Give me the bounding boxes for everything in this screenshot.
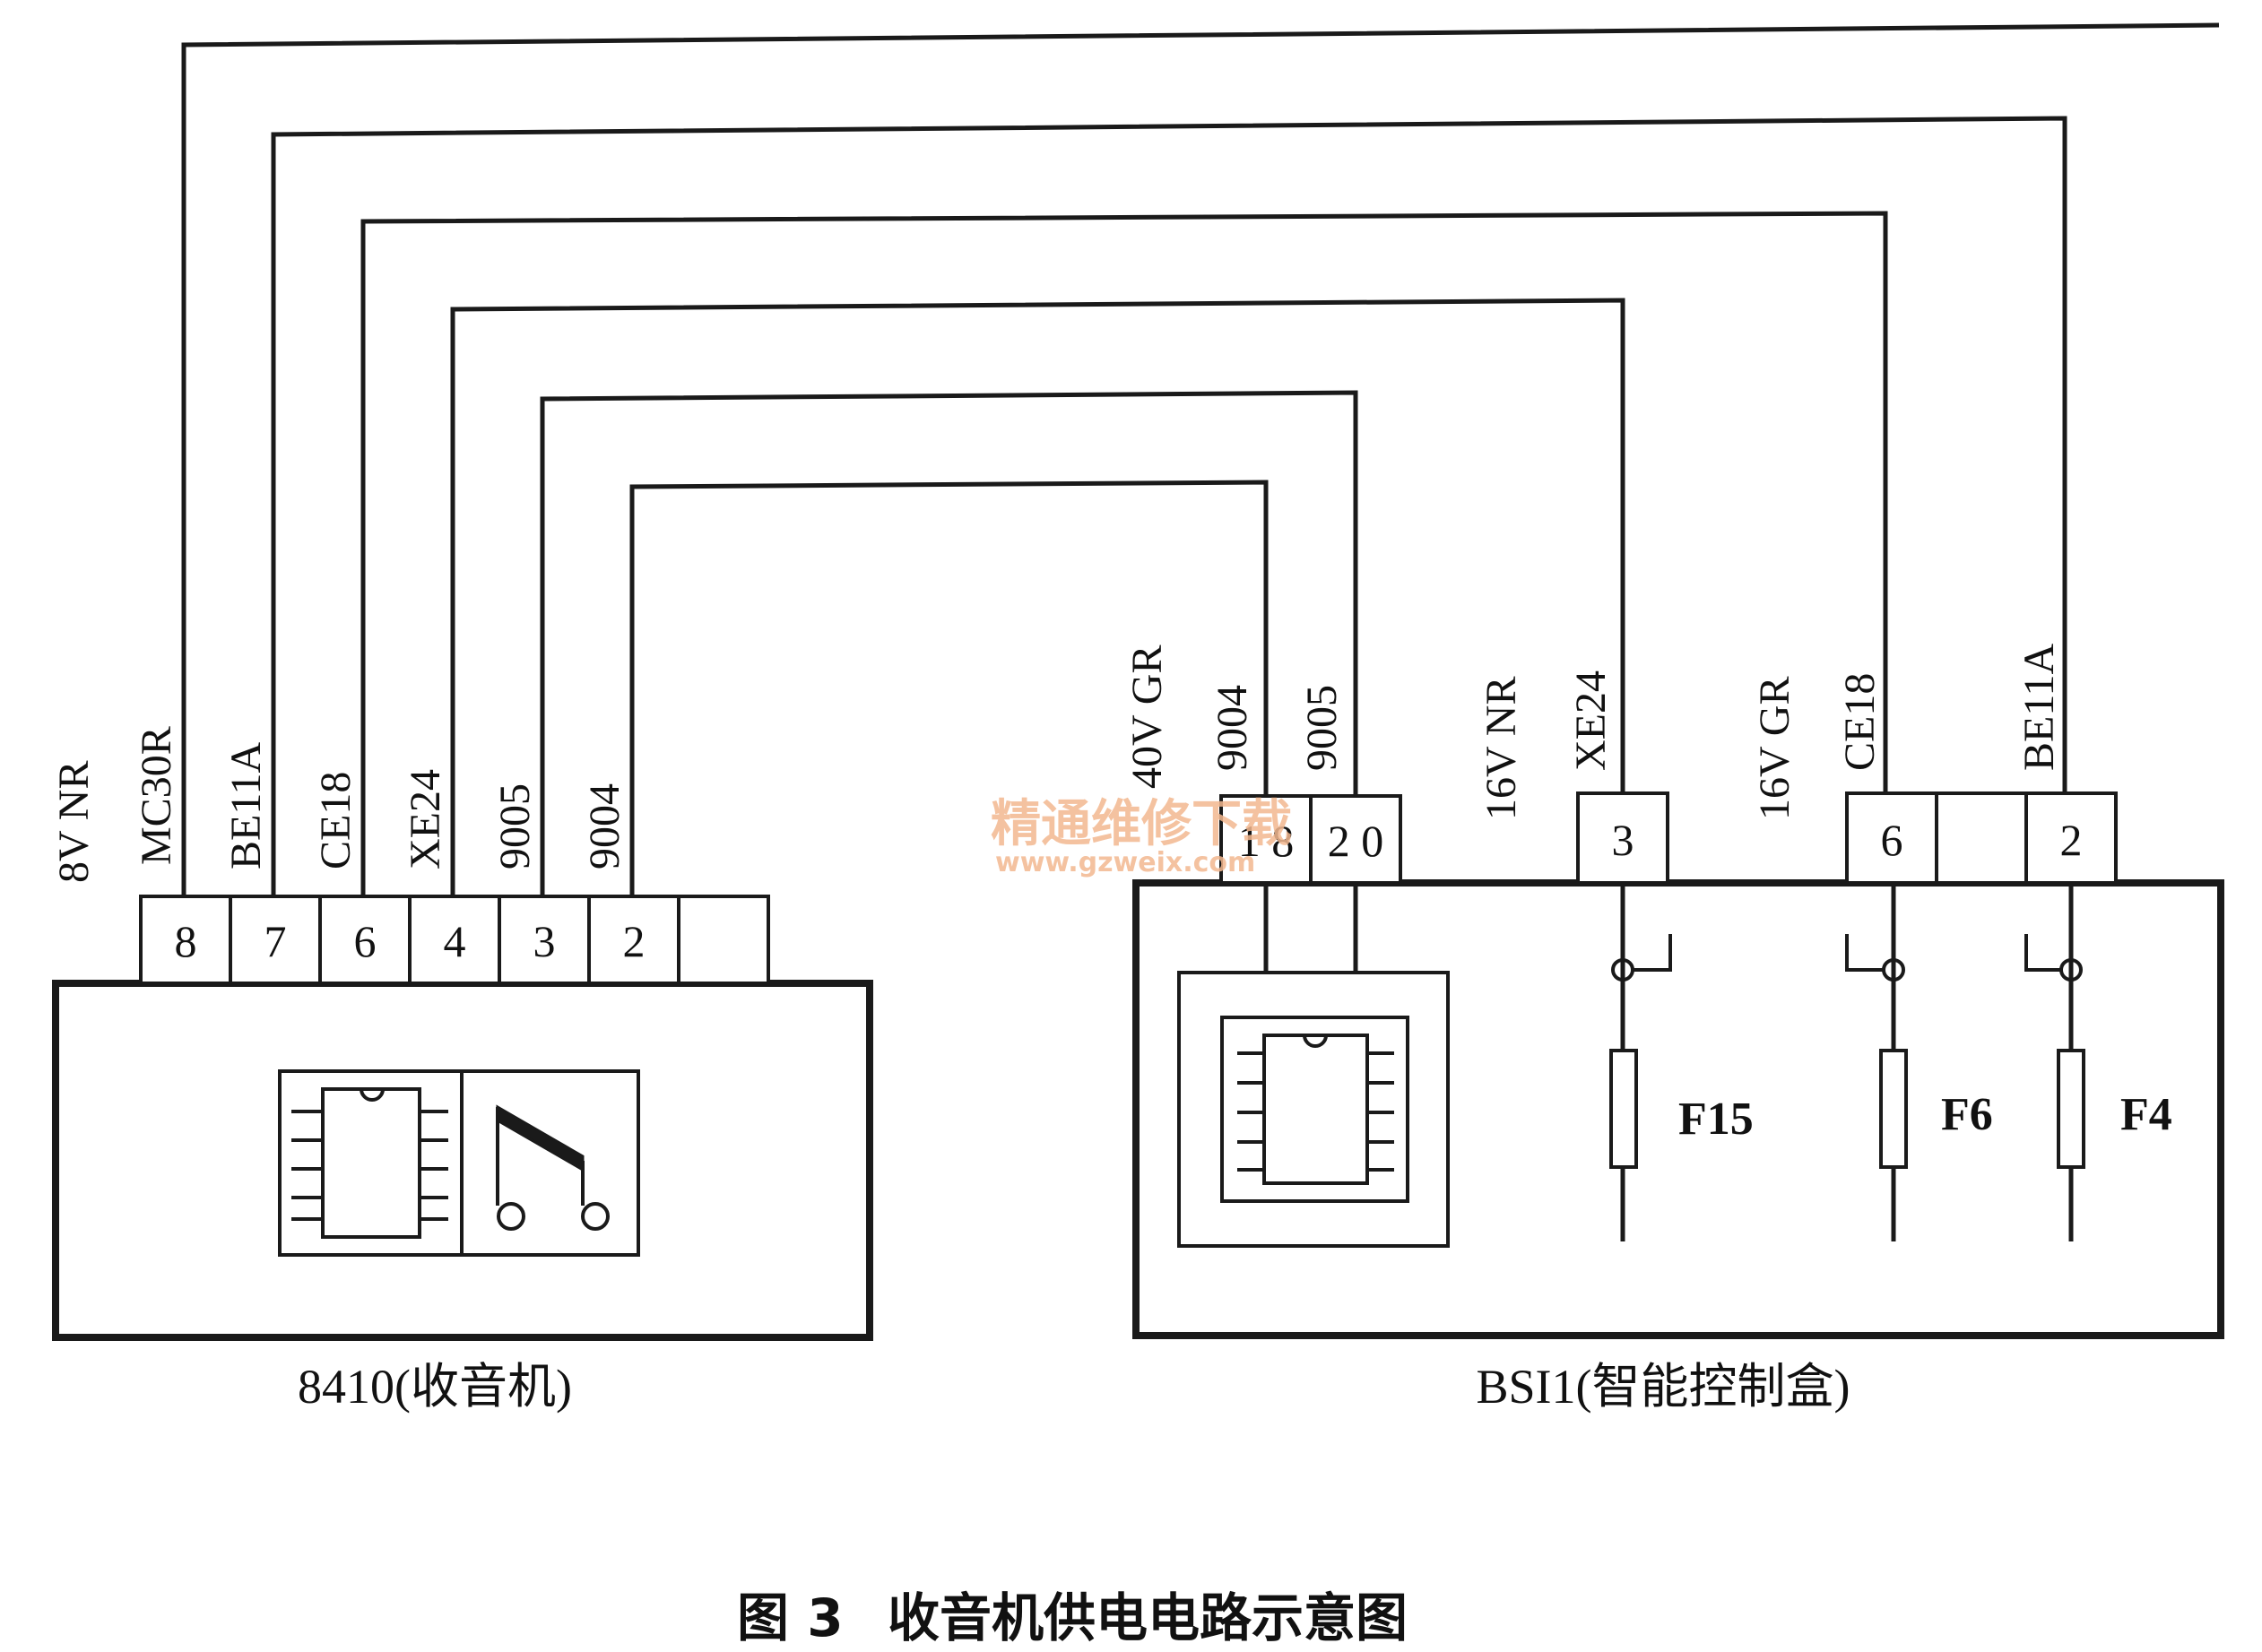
bsi-module-name: BSI1(智能控制盒) — [1477, 1360, 1850, 1414]
music-note-icon — [496, 1104, 610, 1231]
fuse-f4-label: F4 — [2120, 1089, 2172, 1140]
label-9005-left: 9005 — [491, 783, 539, 869]
bsi-pin-2: 2 — [2060, 815, 2083, 865]
figure-number: 图 3 — [737, 1587, 844, 1648]
label-ce18: CE18 — [312, 772, 360, 869]
fuse-f4-icon — [2057, 1049, 2085, 1169]
radio-module-name: 8410(收音机) — [298, 1360, 572, 1414]
bsi-pin-3: 3 — [1612, 815, 1634, 865]
ic-chip-icon — [291, 1087, 448, 1239]
figure-caption: 图 3 收音机供电电路示意图 — [737, 1587, 1408, 1648]
wires — [181, 22, 2220, 896]
watermark-url: www.gzweix.com — [995, 847, 1255, 878]
connector-16v-nr: 3 — [1576, 791, 1669, 885]
bsi-pin-18: 1 8 — [1238, 816, 1295, 866]
fuse-f6-icon — [1879, 1049, 1908, 1169]
radio-pin-8: 8 — [175, 916, 197, 966]
wire-ce18 — [360, 211, 1888, 896]
label-xe24-right: XE24 — [1567, 670, 1615, 771]
radio-connector: 8 7 6 4 3 2 — [139, 895, 770, 985]
radio-pin-7: 7 — [264, 916, 287, 966]
radio-symbol — [278, 1069, 640, 1257]
label-xe24: XE24 — [402, 769, 449, 869]
watermark-text: 精通维修下载 — [991, 795, 1292, 853]
connector-40v-gr: 1 8 2 0 — [1219, 794, 1402, 885]
radio-pin-3: 3 — [533, 916, 556, 966]
bsi-module: 1 8 2 0 40V GR 9004 9005 3 16V NR XE24 6… — [1123, 643, 2224, 1414]
connector-16v-gr: 6 2 — [1845, 791, 2118, 885]
bsi-pin-6: 6 — [1881, 815, 1903, 865]
label-be11a: BE11A — [222, 741, 270, 869]
radio-pin-2: 2 — [623, 916, 646, 966]
watermark: 精通维修下载 www.gzweix.com — [991, 795, 1292, 878]
wire-9005 — [540, 390, 1358, 896]
label-9005-right: 9005 — [1298, 685, 1346, 771]
wire-xe24 — [450, 298, 1625, 896]
fuse-f15-label: F15 — [1678, 1094, 1754, 1145]
label-9004-right: 9004 — [1209, 685, 1256, 771]
fuse-f4: F4 — [2024, 883, 2172, 1241]
label-8v-nr: 8V NR — [50, 761, 98, 883]
bsi-module-body — [1132, 879, 2224, 1339]
label-16v-gr: 16V GR — [1751, 677, 1798, 820]
label-mc30r: MC30R — [133, 726, 180, 865]
label-40v-gr: 40V GR — [1123, 645, 1171, 789]
fuse-f15: F15 — [1609, 883, 1754, 1241]
label-16v-nr: 16V NR — [1478, 677, 1525, 820]
wire-be11a — [271, 116, 2067, 896]
bsi-ic-block — [1177, 883, 1450, 1248]
radio-module: 8 7 6 4 3 2 8V NR MC30R BE11A CE18 XE24 … — [50, 726, 873, 1414]
figure-title: 收音机供电电路示意图 — [888, 1587, 1408, 1648]
wire-mc30r — [181, 22, 2220, 896]
bsi-pin-20: 2 0 — [1328, 816, 1384, 866]
bsi-ic-chip-icon — [1237, 1034, 1394, 1185]
wire-9004 — [629, 480, 1269, 896]
radio-pin-6: 6 — [354, 916, 377, 966]
label-ce18-right: CE18 — [1836, 673, 1884, 771]
fuse-f6: F6 — [1845, 883, 1993, 1241]
fuse-f15-icon — [1609, 1049, 1638, 1169]
radio-pin-4: 4 — [444, 916, 466, 966]
label-be11a-right: BE11A — [2015, 643, 2063, 771]
label-9004-left: 9004 — [581, 783, 628, 869]
fuse-f6-label: F6 — [1941, 1089, 1993, 1140]
